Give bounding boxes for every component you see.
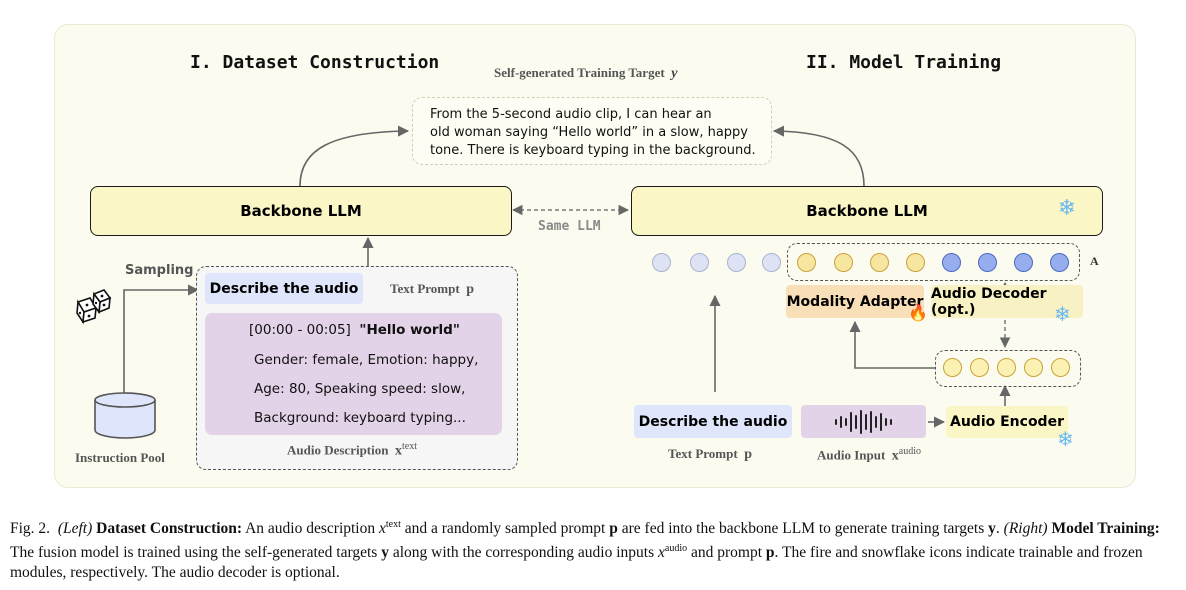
encoder-feature <box>943 358 962 377</box>
audio-description-label: Audio Description xtext <box>287 441 417 459</box>
arrow-features-to-adapter <box>849 320 936 369</box>
audio-encoder-label: Audio Encoder <box>950 414 1064 430</box>
encoder-feature-group <box>935 350 1081 387</box>
target-line: old woman saying “Hello world” in a slow… <box>430 125 749 140</box>
encoder-feature <box>970 358 989 377</box>
decoder-token <box>1050 253 1069 272</box>
audio-decoder: Audio Decoder (opt.) <box>931 285 1083 318</box>
text-token <box>727 253 746 272</box>
adapter-token <box>834 253 853 272</box>
decoder-token <box>1014 253 1033 272</box>
fire-icon: 🔥 <box>908 303 928 322</box>
waveform-icon <box>834 409 892 434</box>
snowflake-icon: ❄ <box>1057 427 1074 451</box>
text-token <box>652 253 671 272</box>
arrow-left-llm-to-target <box>299 125 410 187</box>
encoder-feature <box>997 358 1016 377</box>
left-llm-label: Backbone LLM <box>240 202 362 220</box>
same-llm-label: Same LLM <box>538 219 601 234</box>
adapter-token <box>797 253 816 272</box>
description-line: Gender: female, Emotion: happy, <box>254 352 479 368</box>
sampling-label: Sampling <box>125 263 194 278</box>
audio-decoder-label: Audio Decoder (opt.) <box>931 285 1047 318</box>
audio-description-box: [00:00 - 00:05] "Hello world" Gender: fe… <box>205 313 502 435</box>
database-icon <box>94 392 156 439</box>
target-line: tone. There is keyboard typing in the ba… <box>430 143 756 158</box>
decoder-token <box>978 253 997 272</box>
description-line: Background: keyboard typing... <box>254 410 466 426</box>
a-label: A <box>1090 254 1099 268</box>
audio-encoder: Audio Encoder <box>946 406 1068 438</box>
target-label: Self-generated Training Target y <box>494 65 678 81</box>
left-text-prompt-label: Text Prompt p <box>390 281 474 297</box>
text-token <box>690 253 709 272</box>
left-section-title: I. Dataset Construction <box>190 52 440 73</box>
right-llm-label: Backbone LLM <box>806 202 928 220</box>
modality-adapter: Modality Adapter <box>786 285 924 318</box>
training-target-box: From the 5-second audio clip, I can hear… <box>412 97 772 165</box>
adapter-token <box>906 253 925 272</box>
right-prompt-text: Describe the audio <box>638 413 788 430</box>
arrow-sampling <box>123 284 200 393</box>
target-line: From the 5-second audio clip, I can hear… <box>430 107 712 122</box>
description-line: Age: 80, Speaking speed: slow, <box>254 381 466 397</box>
figure-caption: Fig. 2. (Left) Dataset Construction: An … <box>10 519 1160 582</box>
arrow-right-llm-to-target <box>772 125 865 187</box>
left-backbone-llm: Backbone LLM <box>90 186 512 236</box>
instruction-pool-label: Instruction Pool <box>75 450 165 465</box>
decoder-token <box>942 253 961 272</box>
text-token <box>762 253 781 272</box>
adapter-token <box>870 253 889 272</box>
snowflake-icon: ❄ <box>1054 302 1071 326</box>
snowflake-icon: ❄ <box>1057 196 1076 221</box>
encoder-feature <box>1024 358 1043 377</box>
right-text-prompt-label: Text Prompt p <box>668 446 752 462</box>
modality-adapter-label: Modality Adapter <box>786 293 924 310</box>
audio-input-label: Audio Input xaudio <box>817 446 922 464</box>
encoder-feature <box>1051 358 1070 377</box>
description-header: [00:00 - 00:05] "Hello world" <box>249 322 460 338</box>
dice-icon <box>76 289 112 325</box>
right-backbone-llm: Backbone LLM ❄ <box>631 186 1103 236</box>
left-prompt-text: Describe the audio <box>209 280 359 297</box>
right-section-title: II. Model Training <box>806 52 1002 73</box>
audio-token-group <box>787 243 1080 281</box>
audio-input-box <box>801 405 926 438</box>
right-prompt-chip: Describe the audio <box>634 405 792 438</box>
left-prompt-chip: Describe the audio <box>205 273 363 304</box>
